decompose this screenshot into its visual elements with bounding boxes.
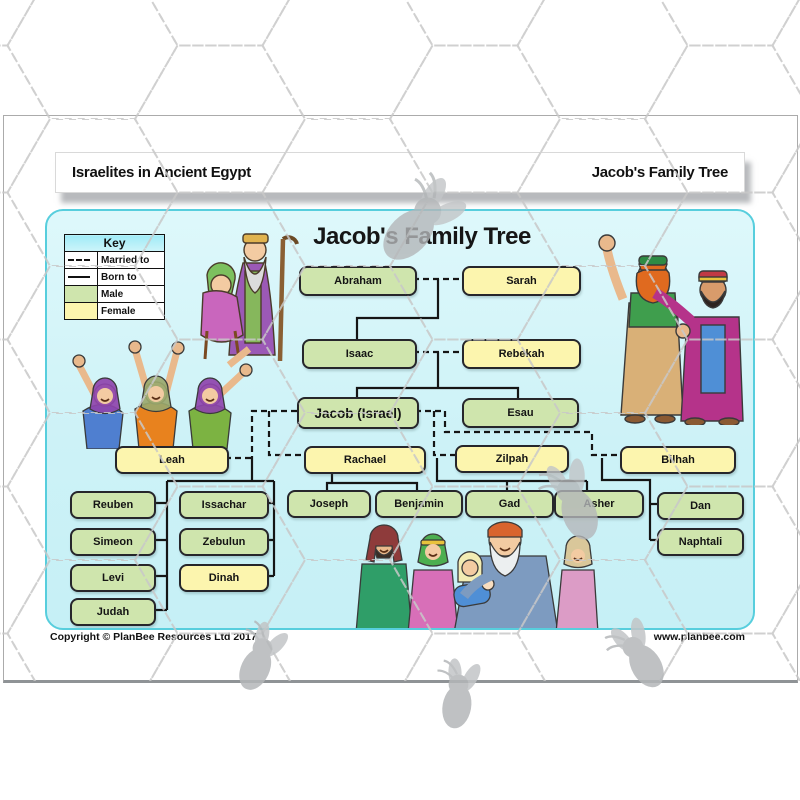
person-name: Rachael — [343, 454, 387, 466]
person-name: Isaac — [345, 348, 374, 360]
person-box-reuben: Reuben — [70, 491, 156, 519]
married-to-dashed-line-icon — [68, 259, 90, 261]
illustration-jacob-and-esau — [598, 234, 744, 425]
person-box-zebulun: Zebulun — [179, 528, 269, 556]
person-name: Esau — [507, 407, 534, 419]
person-box-isaac: Isaac — [302, 339, 417, 369]
key-row-born-to: Born to — [64, 268, 165, 286]
person-name: Bilhah — [661, 454, 695, 466]
person-box-issachar: Issachar — [179, 491, 269, 519]
female-color-swatch — [64, 302, 98, 320]
key-header: Key — [64, 234, 165, 252]
person-name: Levi — [101, 572, 124, 584]
person-name: Dan — [690, 500, 711, 512]
person-name: Judah — [96, 606, 130, 618]
person-box-sarah: Sarah — [462, 266, 581, 296]
person-name: Naphtali — [678, 536, 723, 548]
key-label: Born to — [97, 268, 165, 286]
person-name: Zilpah — [495, 453, 529, 465]
footer-copyright: Copyright © PlanBee Resources Ltd 2017 — [50, 631, 257, 643]
person-name: Dinah — [208, 572, 240, 584]
person-name: Reuben — [92, 499, 134, 511]
person-box-leah: Leah — [115, 446, 229, 474]
person-box-dinah: Dinah — [179, 564, 269, 592]
unit-title: Israelites in Ancient Egypt — [72, 164, 251, 181]
person-name: Abraham — [334, 275, 382, 287]
header-bar: Israelites in Ancient Egypt Jacob's Fami… — [55, 152, 745, 193]
male-color-swatch — [64, 285, 98, 303]
sheet-title: Jacob's Family Tree — [591, 164, 729, 181]
key-row-male: Male — [64, 285, 165, 303]
person-name: Simeon — [93, 536, 133, 548]
person-box-zilpah: Zilpah — [455, 445, 569, 473]
illustration-cheering-women — [72, 340, 253, 449]
born-to-solid-line-icon — [68, 276, 90, 278]
person-box-jacob: Jacob (Israel) — [297, 397, 419, 429]
key-row-married-to: Married to — [64, 251, 165, 269]
key-table: Key Married to Born to Male Female — [64, 234, 165, 320]
person-box-levi: Levi — [70, 564, 156, 592]
key-label: Married to — [97, 251, 165, 269]
footer-website: www.planbee.com — [653, 631, 745, 643]
person-box-rebekah: Rebekah — [462, 339, 581, 369]
person-box-dan: Dan — [657, 492, 744, 520]
person-box-naphtali: Naphtali — [657, 528, 744, 556]
person-name: Jacob (Israel) — [314, 405, 402, 421]
illustration-family-group — [355, 521, 599, 628]
person-name: Rebekah — [498, 348, 545, 360]
person-name: Issachar — [201, 499, 247, 511]
person-box-judah: Judah — [70, 598, 156, 626]
person-box-abraham: Abraham — [299, 266, 417, 296]
person-box-simeon: Simeon — [70, 528, 156, 556]
person-name: Leah — [159, 454, 185, 466]
family-tree-panel: Jacob's Family Tree Key Married to Born … — [45, 209, 755, 630]
key-label: Male — [97, 285, 165, 303]
person-name: Joseph — [309, 498, 349, 510]
person-box-bilhah: Bilhah — [620, 446, 736, 474]
person-name: Zebulun — [202, 536, 246, 548]
person-box-esau: Esau — [462, 398, 579, 428]
key-label: Female — [97, 302, 165, 320]
person-box-rachael: Rachael — [304, 446, 426, 474]
person-name: Sarah — [506, 275, 537, 287]
key-row-female: Female — [64, 302, 165, 320]
